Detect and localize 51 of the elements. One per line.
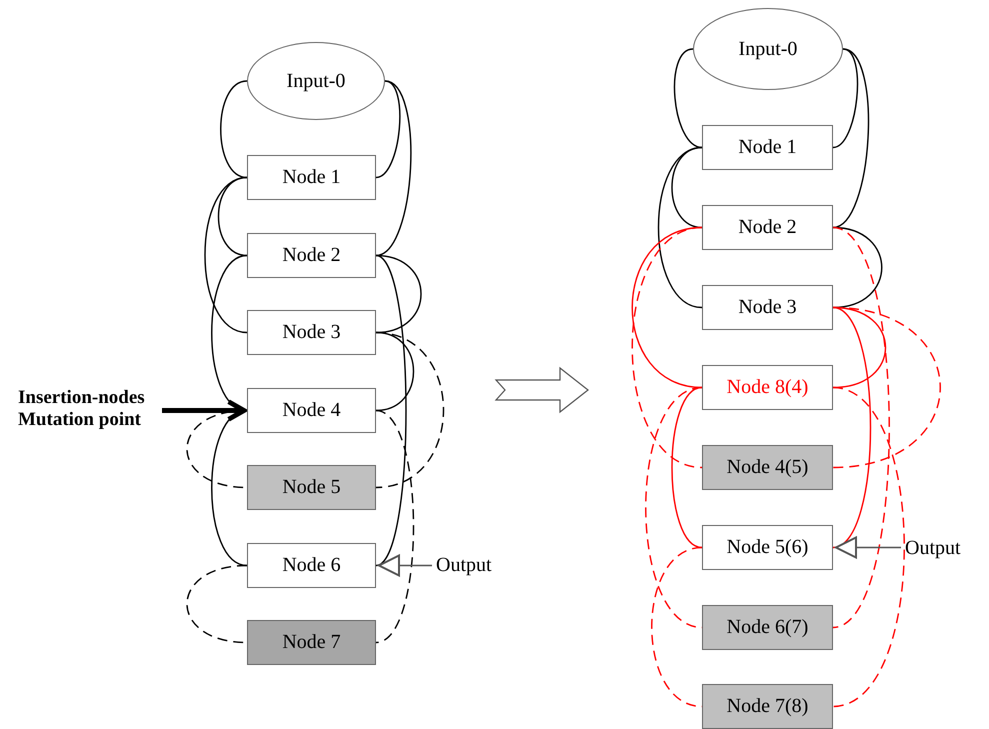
- node-box: Node 5: [247, 465, 376, 510]
- node-box: Node 5(6): [702, 525, 833, 570]
- connection-curve: [674, 48, 702, 148]
- connection-curve: [376, 410, 414, 644]
- node-box: Node 7(8): [702, 684, 833, 729]
- connection-curve: [832, 48, 858, 148]
- connection-curve: [186, 564, 248, 644]
- connection-curve: [832, 48, 870, 228]
- connection-curve: [832, 306, 886, 388]
- connection-curve: [376, 80, 401, 178]
- connection-curve: [671, 146, 702, 228]
- node-box: Node 1: [702, 125, 833, 170]
- arrow: [378, 554, 432, 576]
- output-label: Output: [905, 536, 962, 560]
- input-ellipse: Input-0: [247, 42, 385, 120]
- annotation-label: Mutation point: [18, 409, 142, 431]
- connection-curve: [376, 332, 444, 488]
- annotation-label: Insertion-nodes: [18, 387, 146, 409]
- node-box: Node 2: [702, 205, 833, 250]
- connection-curve: [376, 332, 414, 412]
- connection-curve: [832, 226, 882, 308]
- connection-curve: [220, 80, 248, 178]
- connection-curve: [632, 226, 702, 468]
- connection-curve: [832, 306, 872, 548]
- node-box: Node 3: [702, 285, 833, 330]
- input-ellipse: Input-0: [693, 8, 843, 90]
- connection-curve: [832, 226, 890, 628]
- node-box: Node 4(5): [702, 445, 833, 490]
- connection-curve: [218, 176, 248, 256]
- node-box: Node 4: [247, 388, 376, 433]
- node-box: Node 2: [247, 233, 376, 278]
- node-box: Node 6(7): [702, 605, 833, 650]
- connection-curve: [376, 254, 407, 566]
- connection-curve: [832, 306, 941, 468]
- node-box: Node 1: [247, 155, 376, 200]
- connection-curve: [671, 386, 702, 548]
- arrow: [835, 536, 901, 558]
- connection-curve: [645, 386, 702, 628]
- connection-curve: [204, 176, 248, 334]
- output-label: Output: [436, 554, 493, 576]
- connection-curve: [376, 80, 412, 256]
- node-box: Node 6: [247, 543, 376, 588]
- node-box: Node 3: [247, 310, 376, 355]
- node-box: Node 8(4): [702, 365, 833, 410]
- connection-curve: [832, 386, 905, 708]
- arrow: [162, 399, 246, 422]
- connection-curve: [658, 146, 702, 308]
- connection-curve: [651, 546, 702, 708]
- connection-curve: [632, 226, 702, 388]
- node-box: Node 7: [247, 620, 376, 665]
- connection-curve: [376, 254, 422, 334]
